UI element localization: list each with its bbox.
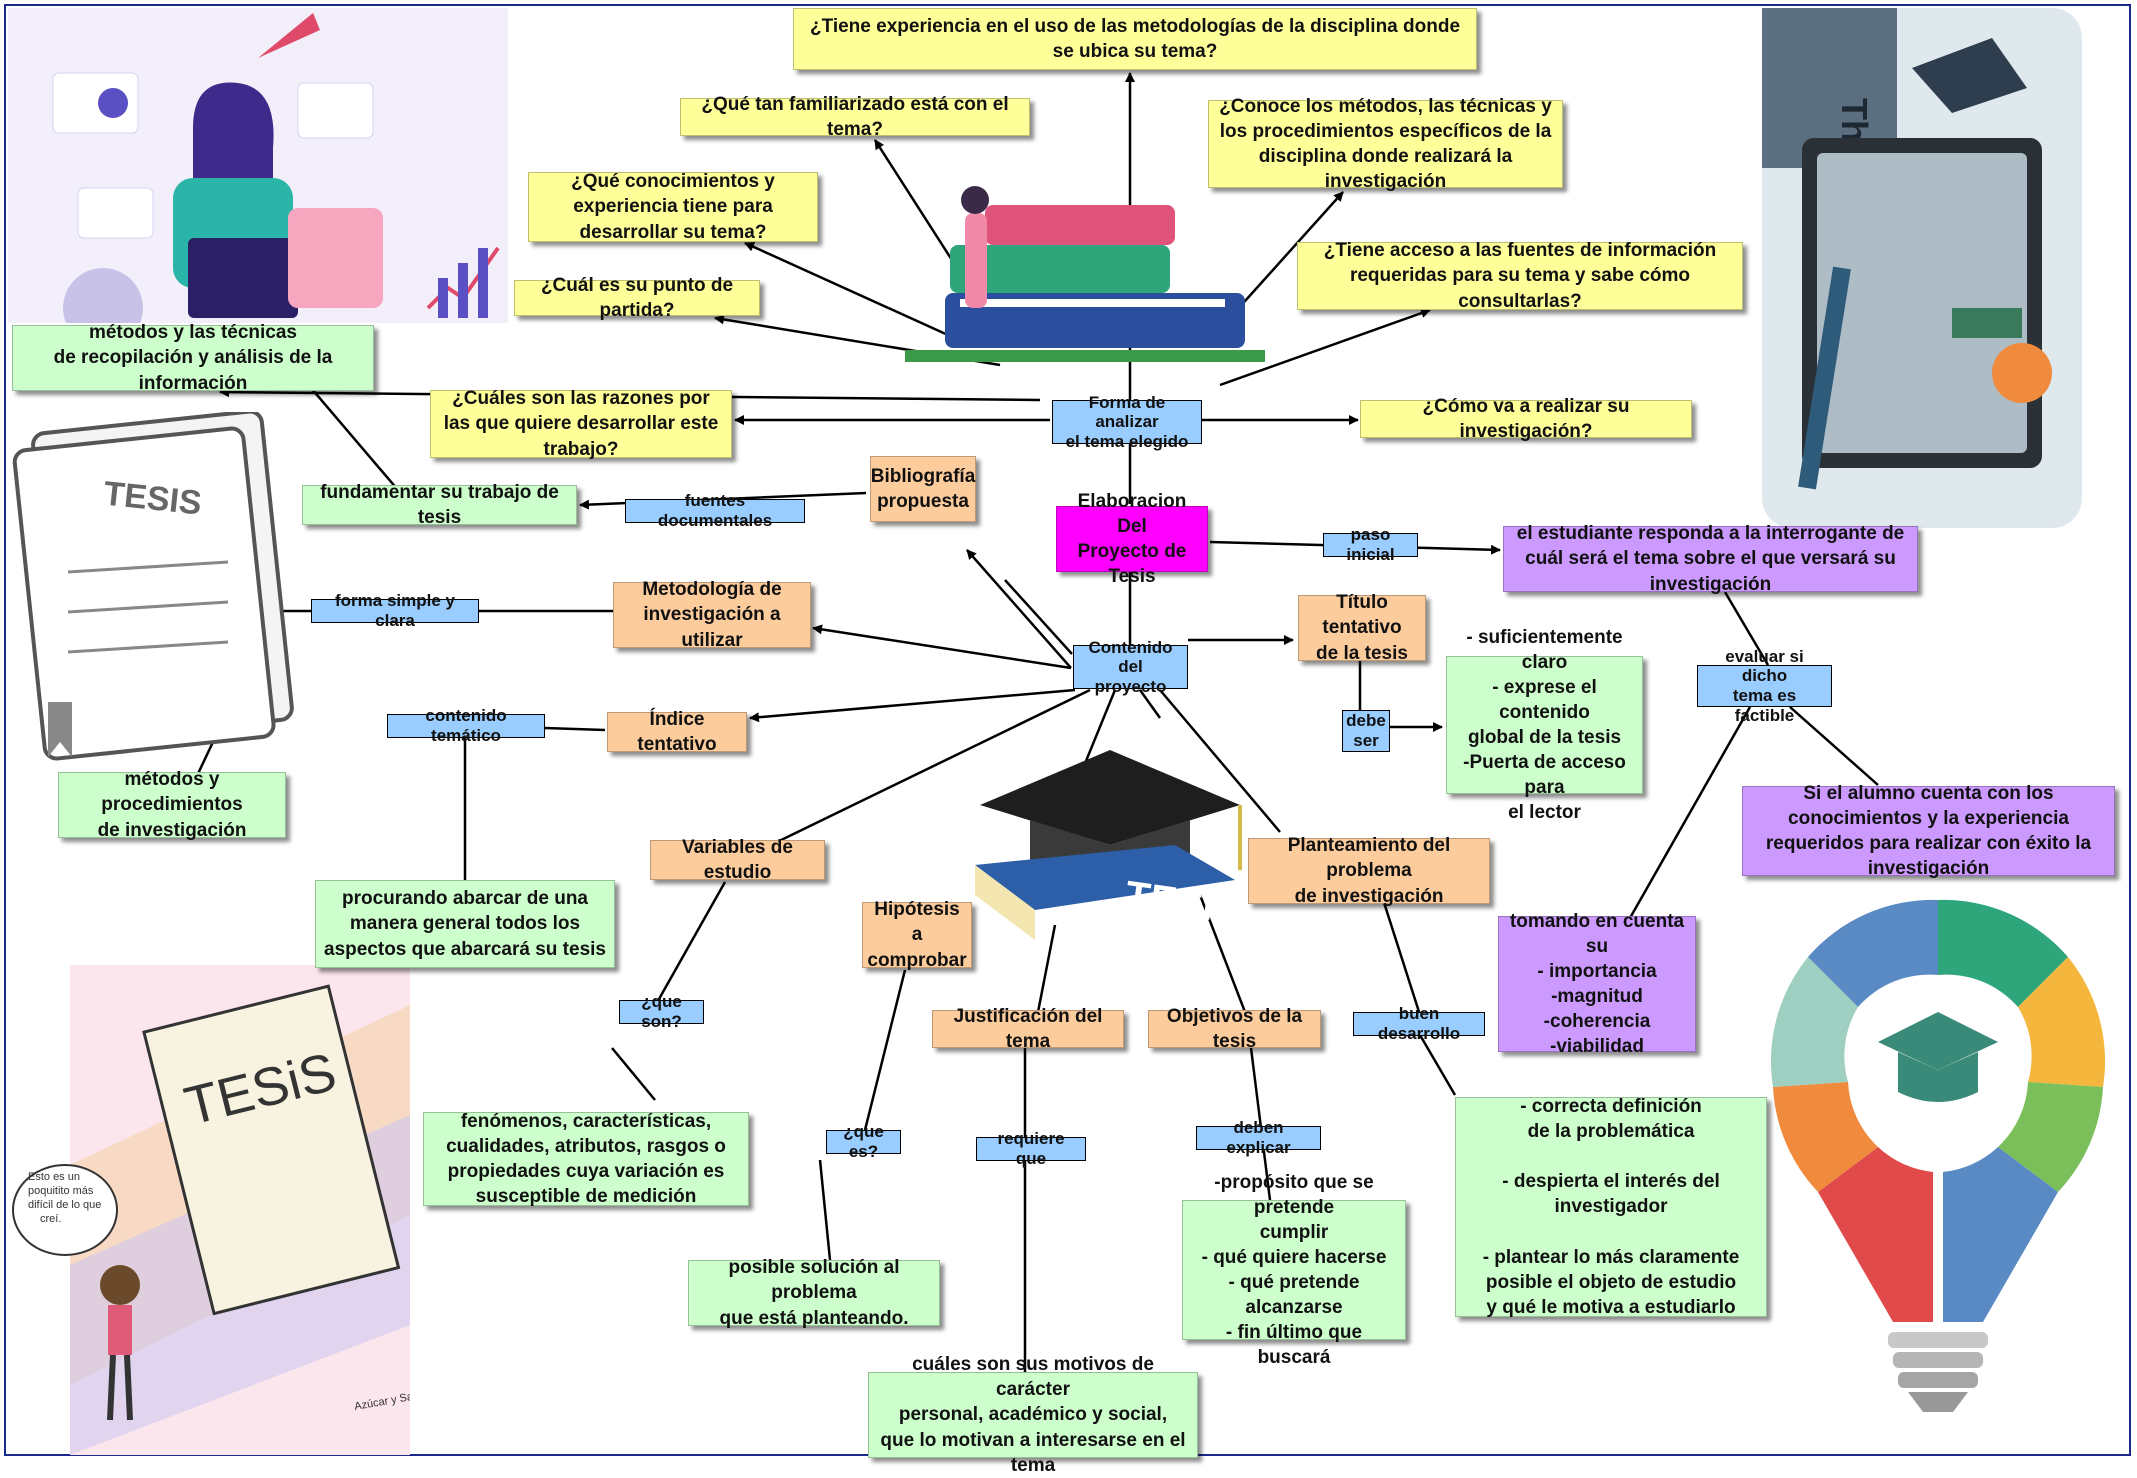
- graduation-cap-book-illustration: TESIS: [975, 750, 1244, 940]
- node-tomando: tomando en cuenta su - importancia -magn…: [1498, 911, 1696, 1057]
- edge: [812, 624, 1072, 670]
- node-how: ¿Cómo va a realizar su investigación?: [1360, 396, 1692, 442]
- edge: [1036, 924, 1057, 1013]
- node-analyze-topic: Forma de analizar el tema elegido: [1052, 393, 1202, 451]
- node-knowledge: ¿Qué conocimientos y experiencia tiene p…: [528, 171, 818, 243]
- edge: [863, 969, 907, 1131]
- lightbulb-illustration: [1770, 899, 2106, 1412]
- edge: [966, 549, 1072, 669]
- label-que-es: ¿que es?: [826, 1122, 901, 1161]
- edge: [1219, 308, 1431, 387]
- node-main-title: Elaboracion Del Proyecto de Tesis: [1056, 491, 1208, 587]
- edge: [744, 241, 971, 347]
- node-knows-methods: ¿Conoce los métodos, las técnicas y los …: [1208, 96, 1563, 192]
- node-techniques: métodos y las técnicas de recopilación y…: [12, 322, 374, 394]
- node-starting-point: ¿Cuál es su punto de partida?: [514, 275, 760, 321]
- edge: [544, 726, 606, 732]
- edge: [1418, 1034, 1457, 1096]
- node-access-sources: ¿Tiene acceso a las fuentes de informaci…: [1297, 240, 1743, 312]
- edge: [774, 688, 1091, 845]
- label-contenido-tematico: contenido temático: [387, 706, 545, 745]
- node-contenido: Contenido del proyecto: [1073, 638, 1188, 696]
- thesis-book-illustration: Thesis: [1762, 8, 2082, 528]
- edge: [611, 1047, 656, 1101]
- node-variables: Variables de estudio: [650, 837, 825, 883]
- node-si-alumno: Si el alumno cuenta con los conocimiento…: [1742, 783, 2115, 879]
- label-evaluar: evaluar si dicho tema es factible: [1697, 647, 1832, 725]
- node-reasons: ¿Cuáles son las razones por las que quie…: [430, 388, 732, 460]
- label-que-son: ¿que son?: [619, 992, 704, 1031]
- node-methods-procedures: métodos y procedimientos de investigació…: [58, 769, 286, 841]
- books-stack-illustration: [905, 186, 1265, 362]
- node-justificacion: Justificación del tema: [932, 1006, 1124, 1052]
- node-posible-solucion: posible solución al problema que está pl…: [688, 1257, 940, 1329]
- label-debe-ser: debe ser: [1342, 710, 1390, 752]
- edge: [1248, 1039, 1272, 1201]
- node-experience-methods: ¿Tiene experiencia en el uso de las meto…: [793, 8, 1477, 70]
- edge: [1628, 706, 1752, 919]
- cap-book-label: TESIS: [1123, 873, 1244, 933]
- edge: [1159, 689, 1281, 833]
- node-fenomenos: fenómenos, características, cualidades, …: [423, 1111, 749, 1207]
- edge: [749, 688, 1076, 723]
- edge: [1004, 579, 1073, 655]
- node-bibliografia: Bibliografía propuesta: [870, 456, 976, 522]
- node-student-responds: el estudiante responda a la interrogante…: [1503, 523, 1918, 595]
- node-titulo: Título tentativo de la tesis: [1298, 592, 1426, 664]
- edge: [1378, 889, 1422, 1016]
- node-familiar: ¿Qué tan familiarizado está con el tema?: [680, 94, 1030, 140]
- label-requiere-que: requiere que: [976, 1129, 1086, 1168]
- edge: [1789, 706, 1879, 786]
- label-buen-desarrollo: buen desarrollo: [1353, 1004, 1485, 1043]
- node-metodologia: Metodología de investigación a utilizar: [613, 579, 811, 651]
- edge: [1138, 689, 1162, 719]
- label-deben-explicar: deben explicar: [1196, 1118, 1321, 1157]
- node-proposito: -propósito que se pretende cumplir - qué…: [1182, 1172, 1406, 1368]
- node-indice: Índice tentativo: [607, 709, 747, 755]
- woman-laptop-illustration: [8, 8, 508, 323]
- node-correcta-definicion: - correcta definición de la problemática…: [1455, 1096, 1767, 1318]
- node-title-props: - suficientemente claro - exprese el con…: [1446, 627, 1643, 823]
- node-planteamiento: Planteamiento del problema de investigac…: [1248, 835, 1490, 907]
- node-objetivos: Objetivos de la tesis: [1148, 1006, 1321, 1052]
- edge: [1198, 894, 1252, 1026]
- notebook-illustration: TESIS: [12, 412, 294, 761]
- node-hipotesis: Hipótesis a comprobar: [862, 899, 972, 971]
- node-motivos: cuáles son sus motivos de carácter perso…: [868, 1354, 1198, 1476]
- edge: [1723, 591, 1770, 666]
- node-fundamentar: fundamentar su trabajo de tesis: [302, 482, 577, 528]
- node-procurando: procurando abarcar de una manera general…: [315, 880, 615, 968]
- label-fuentes-documentales: fuentes documentales: [625, 491, 805, 530]
- edge: [818, 1159, 832, 1261]
- label-paso-inicial: paso inicial: [1323, 525, 1418, 564]
- edge: [648, 881, 727, 1016]
- label-forma-simple: forma simple y clara: [311, 591, 479, 630]
